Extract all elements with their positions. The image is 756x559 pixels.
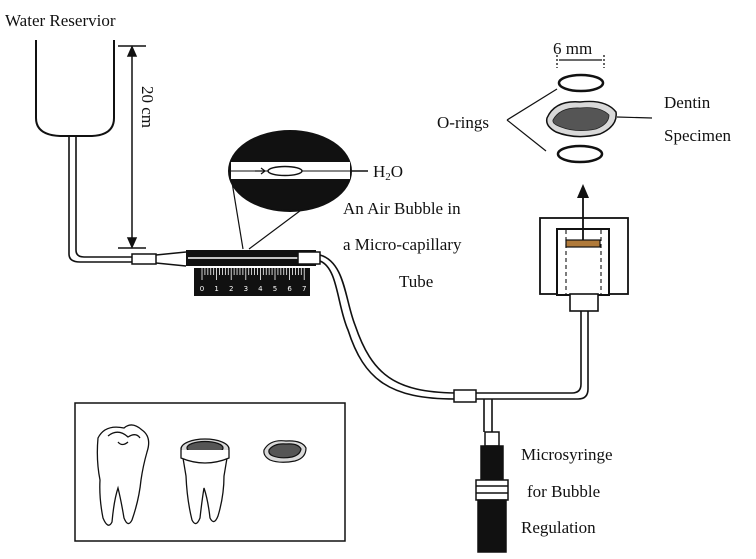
- ruler-number: 5: [273, 285, 277, 293]
- water-reservoir-label: Water Reservior: [5, 11, 116, 30]
- ruler-number: 6: [287, 285, 292, 293]
- o-ring-leaders: [506, 88, 558, 152]
- tooth-inset: [74, 402, 346, 542]
- o-rings-label: O-rings: [437, 113, 489, 132]
- connector-left: [131, 251, 187, 267]
- ruler-number: 3: [244, 285, 248, 293]
- o-ring-bottom: [556, 144, 604, 164]
- width-label: 6 mm: [553, 39, 592, 58]
- syringe-label-line2: for Bubble: [527, 482, 600, 501]
- specimen-chamber: [539, 217, 629, 312]
- height-dimension: [118, 45, 146, 249]
- h2o-label: H2O: [373, 162, 403, 183]
- up-arrow: [577, 184, 589, 240]
- ruler-number: 4: [258, 285, 263, 293]
- sectioned-tooth: [180, 438, 230, 525]
- bubble-label-line3: Tube: [399, 272, 433, 291]
- air-bubble: [267, 165, 303, 177]
- specimen-disc: [565, 239, 601, 248]
- connector-junction: [453, 389, 477, 403]
- dentin-label-line1: Dentin: [664, 93, 711, 112]
- o-ring-top: [557, 73, 605, 93]
- syringe-label-line3: Regulation: [521, 518, 596, 537]
- dentin-specimen: [545, 100, 617, 138]
- tubing: [319, 254, 589, 432]
- dentin-leader: [616, 116, 653, 119]
- ruler-number: 1: [214, 285, 218, 293]
- dentin-label-line2: Specimen: [664, 126, 732, 145]
- ruler: 0 1 2 3 4 5 6 7: [194, 268, 310, 296]
- micro-capillary-tube: [186, 250, 316, 266]
- ruler-number: 7: [302, 285, 306, 293]
- bubble-label-line1: An Air Bubble in: [343, 199, 461, 218]
- dentin-disc: [263, 440, 307, 463]
- bubble-label-line2: a Micro-capillary: [343, 235, 462, 254]
- microsyringe: [475, 431, 509, 553]
- ruler-ticks: [201, 268, 305, 280]
- whole-tooth: [96, 424, 150, 526]
- connector-right: [297, 251, 321, 265]
- water-reservoir: [35, 40, 135, 263]
- height-label: 20 cm: [138, 86, 157, 128]
- width-dimension: [556, 55, 605, 68]
- syringe-label-line1: Microsyringe: [521, 445, 613, 464]
- ruler-number: 0: [200, 285, 204, 293]
- ruler-number: 2: [229, 285, 233, 293]
- ruler-numbers: 0 1 2 3 4 5 6 7: [200, 285, 307, 293]
- magnifier-lens: [228, 130, 368, 250]
